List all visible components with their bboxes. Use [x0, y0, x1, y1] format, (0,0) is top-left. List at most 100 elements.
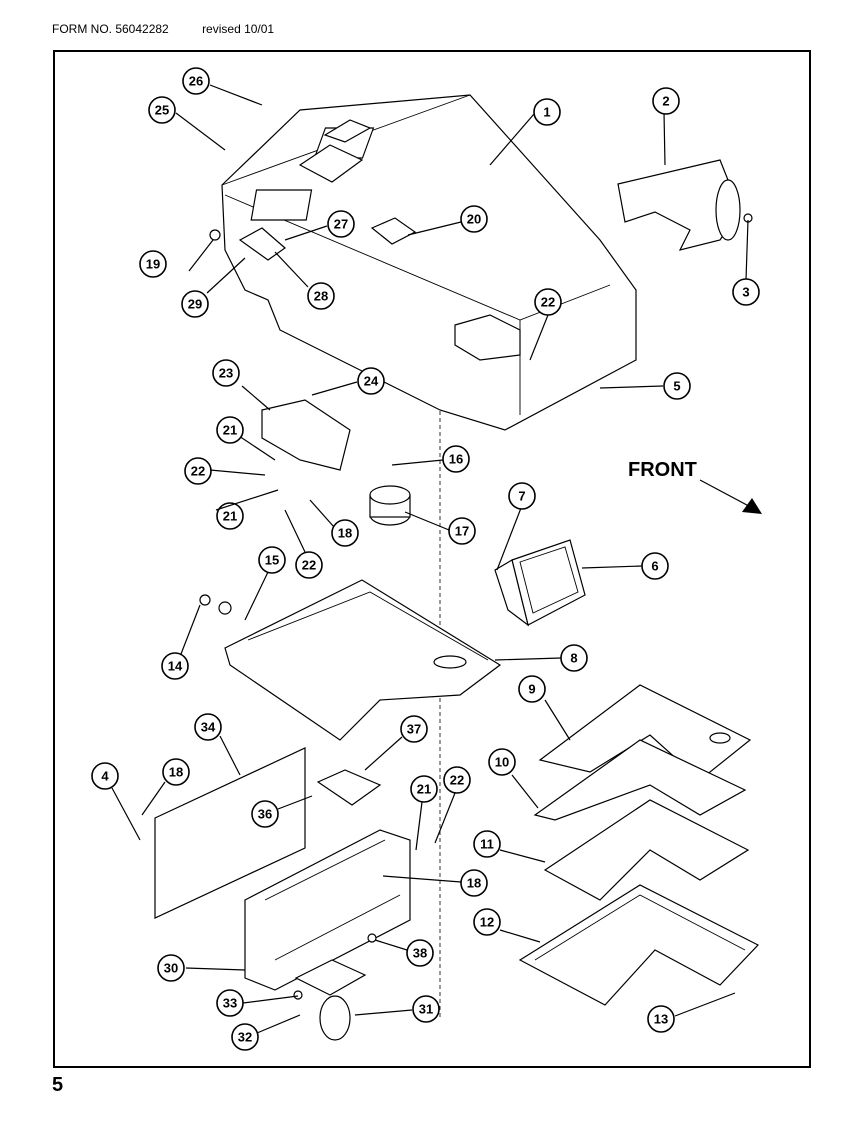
callout-1: 1: [533, 98, 561, 126]
callout-32: 32: [231, 1023, 259, 1051]
callout-34: 34: [194, 713, 222, 741]
callout-10: 10: [488, 748, 516, 776]
callout-18b: 18: [162, 758, 190, 786]
svg-text:20: 20: [467, 212, 481, 227]
caster-31: [294, 959, 367, 1041]
callout-21a: 21: [216, 416, 244, 444]
callout-7: 7: [508, 482, 536, 510]
callout-36: 36: [251, 800, 279, 828]
callout-22a: 22: [534, 288, 562, 316]
svg-text:14: 14: [168, 659, 183, 674]
callout-22c: 22: [295, 551, 323, 579]
callout-21b: 21: [216, 502, 244, 530]
callout-24: 24: [357, 367, 385, 395]
callout-6: 6: [641, 552, 669, 580]
callout-23: 23: [212, 359, 240, 387]
callout-22d: 22: [443, 766, 471, 794]
svg-text:32: 32: [238, 1030, 252, 1045]
svg-text:33: 33: [223, 996, 237, 1011]
svg-text:18: 18: [467, 876, 481, 891]
svg-text:22: 22: [191, 464, 205, 479]
front-arrow: [742, 498, 762, 514]
callout-8: 8: [560, 644, 588, 672]
tray: [224, 579, 502, 741]
duct-part: [617, 159, 741, 251]
callout-37: 37: [400, 715, 428, 743]
callout-16: 16: [442, 445, 470, 473]
callouts: 1 2 3 4 5 6 7 8 9 10 11 12 13 14 15 16 1…: [91, 67, 760, 1051]
svg-text:13: 13: [654, 1012, 668, 1027]
svg-text:36: 36: [258, 807, 272, 822]
plate-34: [154, 747, 306, 919]
svg-text:4: 4: [101, 769, 109, 784]
bracket-23: [261, 399, 351, 471]
callout-3: 3: [732, 278, 760, 306]
svg-text:17: 17: [455, 524, 469, 539]
svg-text:26: 26: [189, 74, 203, 89]
svg-text:21: 21: [223, 509, 237, 524]
svg-text:34: 34: [201, 720, 216, 735]
main-housing: [221, 94, 637, 431]
callout-27: 27: [327, 210, 355, 238]
callout-17: 17: [448, 517, 476, 545]
gasket-11: [543, 799, 750, 901]
extra-leaders: [141, 469, 462, 1034]
svg-text:31: 31: [419, 1002, 433, 1017]
callout-38: 38: [406, 939, 434, 967]
callout-13: 13: [647, 1005, 675, 1033]
svg-text:18: 18: [169, 765, 183, 780]
svg-text:22: 22: [541, 295, 555, 310]
callout-28: 28: [307, 282, 335, 310]
page-number: 5: [52, 1074, 64, 1096]
page-header: FORM NO. 56042282 revised 10/01: [52, 22, 274, 36]
svg-text:7: 7: [518, 489, 525, 504]
svg-text:28: 28: [314, 289, 328, 304]
connector-28: [238, 227, 286, 261]
block-37: [316, 769, 382, 806]
svg-text:2: 2: [662, 94, 669, 109]
callout-29: 29: [181, 290, 209, 318]
callout-19: 19: [139, 250, 167, 278]
svg-text:21: 21: [223, 423, 237, 438]
svg-text:1: 1: [543, 105, 550, 120]
diagram-frame: [53, 50, 811, 1068]
svg-text:23: 23: [219, 366, 233, 381]
svg-text:30: 30: [164, 961, 178, 976]
callout-26: 26: [182, 67, 210, 95]
form-number: FORM NO. 56042282: [52, 22, 169, 36]
pan-12: [518, 884, 759, 1006]
svg-text:3: 3: [742, 285, 749, 300]
callout-12: 12: [473, 908, 501, 936]
revision-date: revised 10/01: [202, 22, 275, 36]
svg-text:18: 18: [338, 526, 352, 541]
control-box: [494, 539, 586, 627]
callout-5: 5: [663, 372, 691, 400]
svg-text:15: 15: [265, 553, 279, 568]
isolator-17: [369, 485, 411, 526]
callout-33: 33: [216, 989, 244, 1017]
base-frame: [244, 829, 411, 991]
gasket-10: [533, 739, 747, 821]
svg-text:6: 6: [651, 559, 658, 574]
svg-text:24: 24: [364, 374, 379, 389]
svg-text:25: 25: [155, 103, 169, 118]
svg-text:38: 38: [413, 946, 427, 961]
callout-30: 30: [157, 954, 185, 982]
callout-4: 4: [91, 762, 119, 790]
svg-text:5: 5: [673, 379, 680, 394]
svg-text:27: 27: [334, 217, 348, 232]
svg-text:37: 37: [407, 722, 421, 737]
svg-text:10: 10: [495, 755, 509, 770]
leader-lines: [111, 84, 749, 1017]
callout-22b: 22: [184, 457, 212, 485]
callout-18a: 18: [331, 519, 359, 547]
svg-text:12: 12: [480, 915, 494, 930]
callout-18c: 18: [460, 869, 488, 897]
svg-text:19: 19: [146, 257, 160, 272]
callout-15: 15: [258, 546, 286, 574]
svg-text:21: 21: [417, 782, 431, 797]
callout-14: 14: [161, 652, 189, 680]
svg-text:11: 11: [480, 837, 494, 852]
svg-text:9: 9: [528, 682, 535, 697]
